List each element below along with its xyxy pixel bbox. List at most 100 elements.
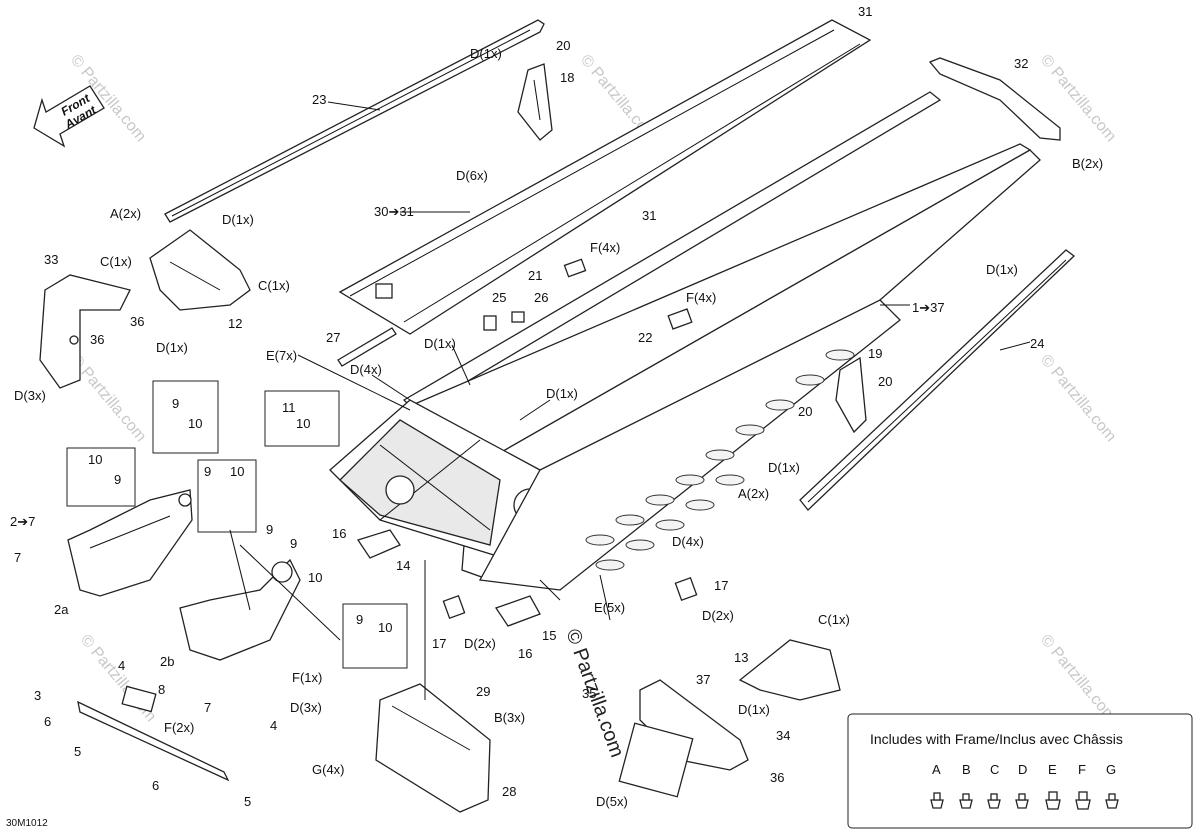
- lower-frame-2b: [179, 558, 301, 661]
- callout-d1x-g: D(1x): [768, 460, 800, 475]
- legend-hardware-icons: [930, 791, 1119, 810]
- callout-20c: 20: [798, 404, 812, 419]
- part-8: [121, 685, 157, 713]
- callout-d3x: D(3x): [14, 388, 46, 403]
- callout-25: 25: [492, 290, 506, 305]
- callout-10b: 10: [296, 416, 310, 431]
- callout-7b: 7: [204, 700, 211, 715]
- callout-9c: 9: [204, 464, 211, 479]
- callout-d4x: D(4x): [350, 362, 382, 377]
- callout-17b: 17: [432, 636, 446, 651]
- watermark-text: © Partzilla.com: [1037, 632, 1119, 726]
- legend-letter-e: E: [1048, 762, 1057, 777]
- callout-a2x: A(2x): [110, 206, 141, 221]
- diagram-code: 30M1012: [6, 818, 48, 829]
- callout-g4x: G(4x): [312, 762, 345, 777]
- callout-7: 7: [14, 550, 21, 565]
- callout-2b: 2b: [160, 654, 174, 669]
- slide-rail-23: [164, 19, 545, 223]
- callout-e5x: E(5x): [594, 600, 625, 615]
- callout-16: 16: [332, 526, 346, 541]
- frame-side-slots: [585, 349, 855, 571]
- callout-d1x-e: D(1x): [424, 336, 456, 351]
- callout-37: 37: [696, 672, 710, 687]
- callout-f1x: F(1x): [292, 670, 322, 685]
- front-arrow: Front Avant: [33, 85, 105, 148]
- callout-19: 19: [868, 346, 882, 361]
- legend-letter-c: C: [990, 762, 999, 777]
- callout-d3x-b: D(3x): [290, 700, 322, 715]
- legend-letter-d: D: [1018, 762, 1027, 777]
- callout-c1x: C(1x): [100, 254, 132, 269]
- callout-18: 18: [560, 70, 574, 85]
- callout-9e: 9: [290, 536, 297, 551]
- leader-lines: [229, 101, 1031, 700]
- callout-16b: 16: [518, 646, 532, 661]
- callout-d1x: D(1x): [470, 46, 502, 61]
- callout-20: 20: [556, 38, 570, 53]
- callout-a2x-b: A(2x): [738, 486, 769, 501]
- bracket-19: [835, 356, 867, 434]
- callout-29: 29: [476, 684, 490, 699]
- callout-15: 15: [542, 628, 556, 643]
- callout-10c: 10: [88, 452, 102, 467]
- footrest-parts: [356, 529, 698, 627]
- callout-36b: 36: [90, 332, 104, 347]
- callout-d2x: D(2x): [702, 608, 734, 623]
- callout-35: 35: [582, 686, 596, 701]
- callout-22: 22: [638, 330, 652, 345]
- small-parts-top: [337, 258, 693, 367]
- callout-5: 5: [74, 744, 81, 759]
- bracket-18: [517, 63, 553, 141]
- callout-8: 8: [158, 682, 165, 697]
- heat-exchanger-28: [375, 683, 491, 813]
- callout-d4x-b: D(4x): [672, 534, 704, 549]
- legend-title: Includes with Frame/Inclus avec Châssis: [870, 731, 1123, 747]
- callout-6b: 6: [152, 778, 159, 793]
- callout-d1x-b: D(1x): [222, 212, 254, 227]
- callout-f4x: F(4x): [590, 240, 620, 255]
- bumper-3: [77, 700, 230, 782]
- part-13: [738, 639, 841, 701]
- callout-36c: 36: [770, 770, 784, 785]
- callout-26: 26: [534, 290, 548, 305]
- callout-b2x: B(2x): [1072, 156, 1103, 171]
- callout-6: 6: [44, 714, 51, 729]
- part-34: [618, 679, 749, 798]
- callout-9d: 9: [266, 522, 273, 537]
- callout-c1x-b: C(1x): [258, 278, 290, 293]
- callout-9f: 9: [356, 612, 363, 627]
- watermark-text: © Partzilla.com: [1037, 352, 1119, 446]
- callout-33: 33: [44, 252, 58, 267]
- callout-d6x: D(6x): [456, 168, 488, 183]
- callout-10e: 10: [308, 570, 322, 585]
- tunnel-top-panel: [338, 19, 872, 335]
- callout-e7x: E(7x): [266, 348, 297, 363]
- callout-9b: 9: [114, 472, 121, 487]
- callout-31b: 31: [642, 208, 656, 223]
- callout-3: 3: [34, 688, 41, 703]
- callouts: 31 20 D(1x) 18 23 32 D(6x) B(2x) 30➔31 3…: [10, 4, 1103, 809]
- callout-d1x-c: D(1x): [156, 340, 188, 355]
- callout-10f: 10: [378, 620, 392, 635]
- callout-1-37: 1➔37: [912, 300, 945, 315]
- callout-4: 4: [118, 658, 125, 673]
- part-33: [39, 274, 131, 389]
- callout-d5x: D(5x): [596, 794, 628, 809]
- legend-letter-a: A: [932, 762, 941, 777]
- callout-30-31: 30➔31: [374, 204, 414, 219]
- callout-20b: 20: [878, 374, 892, 389]
- callout-d1x-d: D(1x): [986, 262, 1018, 277]
- callout-23: 23: [312, 92, 326, 107]
- hardware-boxes: [66, 380, 408, 669]
- callout-f4x-b: F(4x): [686, 290, 716, 305]
- callout-2a: 2a: [54, 602, 69, 617]
- hardware-legend: Includes with Frame/Inclus avec Châssis …: [847, 713, 1193, 829]
- part-12: [149, 229, 251, 311]
- callout-34: 34: [776, 728, 790, 743]
- callout-9: 9: [172, 396, 179, 411]
- callout-b3x: B(3x): [494, 710, 525, 725]
- legend-letter-b: B: [962, 762, 971, 777]
- callout-d1x-h: D(1x): [738, 702, 770, 717]
